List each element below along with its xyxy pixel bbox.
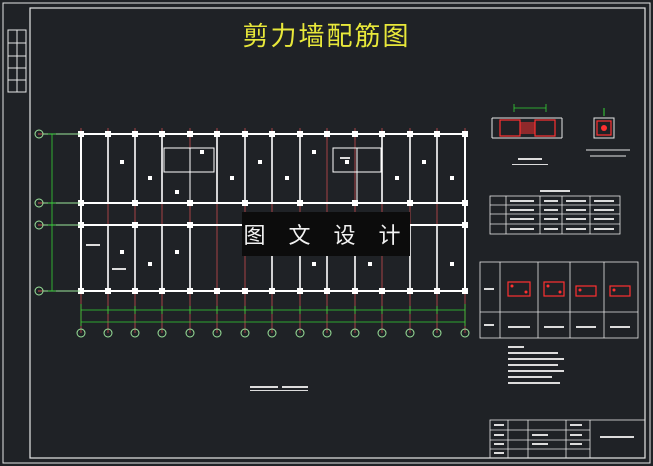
edge-member-sections — [507, 281, 631, 297]
left-dimension-line — [48, 133, 56, 292]
stair-boxes — [163, 147, 382, 203]
plan-caption — [250, 386, 308, 391]
binding-strip — [7, 29, 27, 93]
title-block — [489, 419, 646, 459]
drawing-title: 剪力墙配筋图 — [242, 22, 411, 52]
floor-plan — [38, 128, 468, 333]
wall-rebar-table-text — [510, 190, 614, 230]
edge-member-table — [479, 261, 639, 339]
column-axis-bubbles — [76, 328, 470, 338]
wall-rebar-table — [489, 195, 621, 235]
room-labels — [86, 157, 350, 270]
bottom-dimensions — [80, 304, 466, 326]
general-notes — [508, 346, 564, 384]
wall-section-detail — [491, 104, 563, 165]
watermark-label: 图 文 设 计 — [242, 212, 410, 256]
column-section-detail — [586, 108, 630, 157]
row-axis-bubbles — [34, 129, 80, 296]
title-block-text — [494, 424, 634, 454]
internal-walls — [107, 134, 438, 291]
edge-member-table-text — [484, 288, 630, 328]
